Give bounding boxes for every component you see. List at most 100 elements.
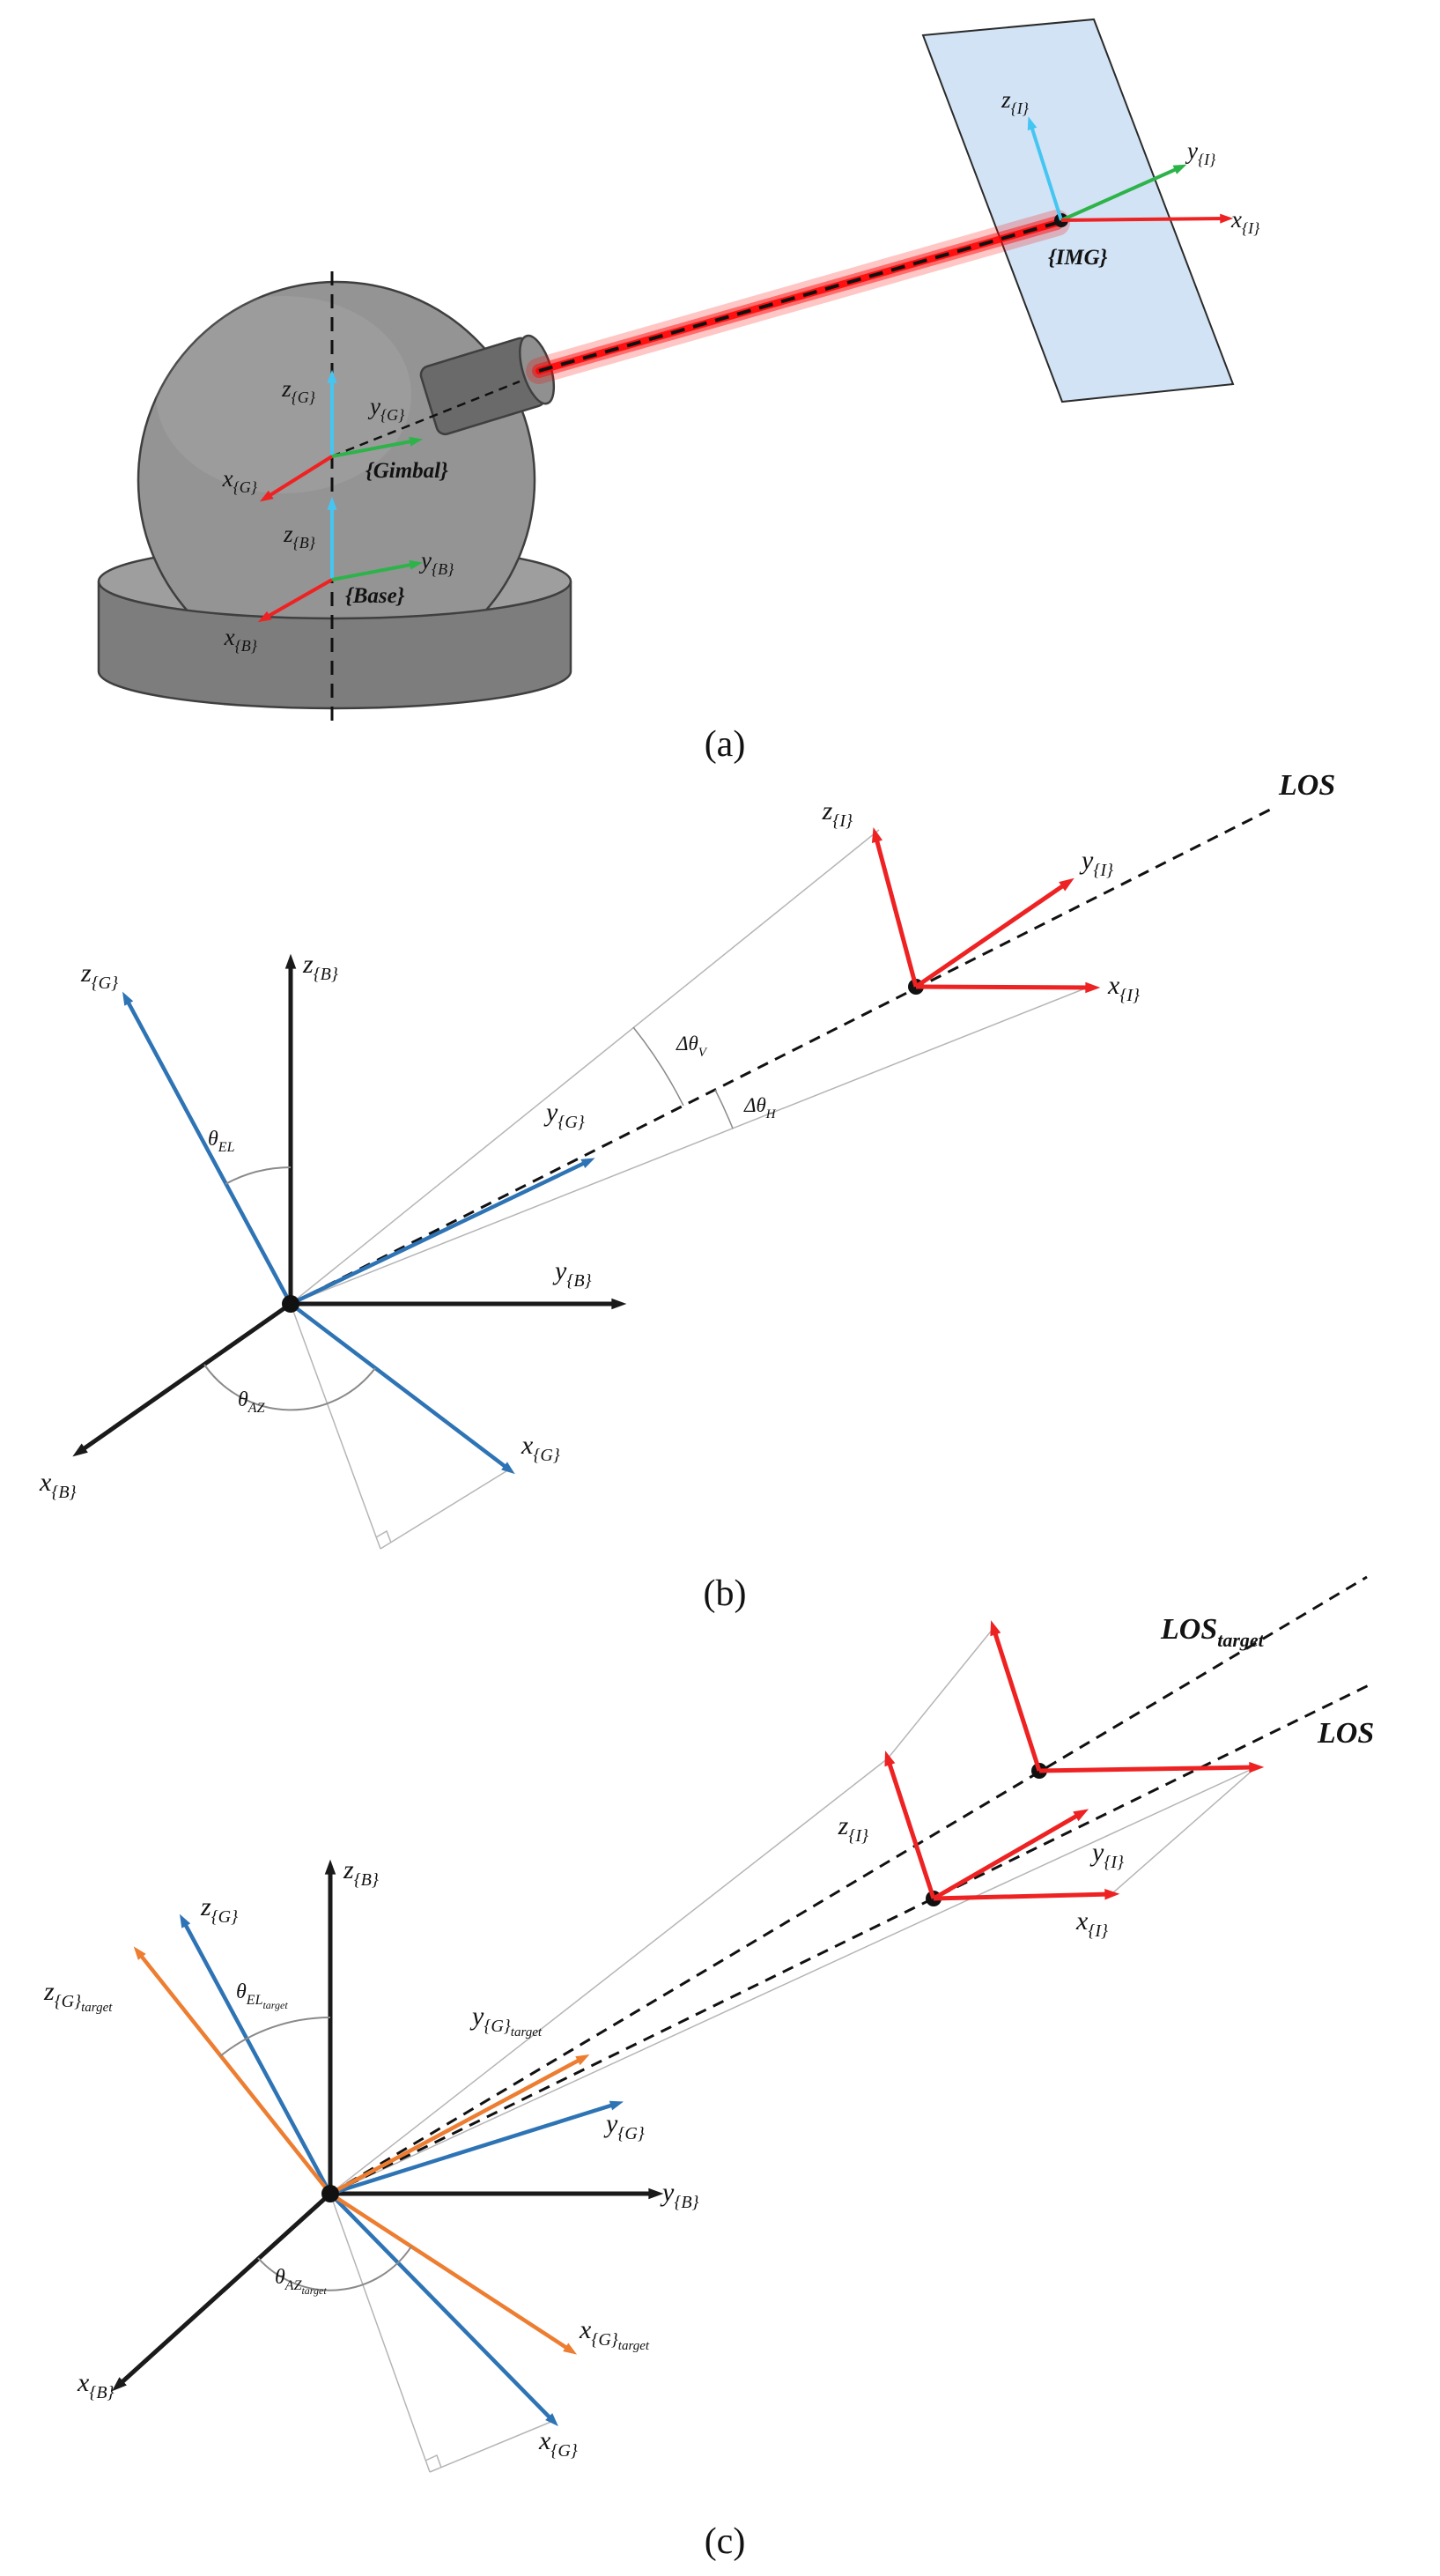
arc-theta-el bbox=[225, 1166, 292, 1185]
label-yG-c: y{G} bbox=[603, 2109, 645, 2143]
axis-x-img-target bbox=[1038, 1765, 1257, 1773]
axis-yI-b bbox=[914, 880, 1069, 989]
arc-theta-az-target bbox=[257, 2246, 412, 2291]
dome-highlight bbox=[156, 296, 411, 493]
arc-theta-el-target bbox=[219, 2017, 331, 2057]
arrowhead bbox=[648, 2187, 664, 2200]
arrowhead bbox=[260, 490, 274, 502]
label-yG-a: y{G} bbox=[367, 393, 405, 424]
label-yI-c: y{I} bbox=[1089, 1838, 1124, 1872]
arrowhead bbox=[1085, 981, 1101, 994]
construction-line-xI-c bbox=[329, 1766, 1257, 2195]
arrowhead bbox=[1027, 116, 1038, 131]
gimbal-base-body bbox=[97, 581, 572, 710]
arrowhead bbox=[871, 826, 883, 844]
construction-line-zI bbox=[290, 829, 880, 1305]
axis-zI-a bbox=[1029, 122, 1063, 221]
arrowhead bbox=[990, 1620, 1001, 1637]
arrowhead bbox=[327, 369, 337, 383]
arrowhead bbox=[133, 1946, 146, 1960]
axis-yB-a bbox=[331, 562, 417, 581]
arrowhead bbox=[1104, 1888, 1120, 1900]
axis-yG-target bbox=[329, 2056, 585, 2195]
arrowhead bbox=[580, 1158, 595, 1169]
axis-xI-a bbox=[1060, 217, 1227, 222]
construction-foot-line bbox=[380, 1469, 510, 1550]
arrowhead bbox=[575, 2054, 590, 2066]
label-xI-a: x{I} bbox=[1230, 206, 1260, 237]
laser-center-dashed-line bbox=[538, 221, 1058, 373]
arrowhead bbox=[257, 611, 272, 623]
label-zG-b: z{G} bbox=[80, 959, 118, 993]
caption-a: (a) bbox=[705, 724, 746, 765]
axis-xG-b bbox=[289, 1302, 511, 1471]
label-zI-c: z{I} bbox=[838, 1811, 868, 1846]
arrowhead bbox=[609, 2100, 624, 2111]
image-plane bbox=[921, 18, 1235, 403]
arrowhead bbox=[611, 1298, 627, 1310]
los-target-dashed-line bbox=[329, 1575, 1368, 2195]
axis-xG-c bbox=[329, 2192, 555, 2423]
label-yI-b: y{I} bbox=[1079, 846, 1113, 880]
axis-z-img-target bbox=[991, 1627, 1042, 1772]
axis-zG-b bbox=[124, 996, 292, 1306]
arrowhead bbox=[409, 436, 424, 447]
label-zB-c: z{B} bbox=[343, 1855, 379, 1890]
axis-yI-c bbox=[932, 1810, 1083, 1901]
axis-xB-b bbox=[78, 1301, 292, 1455]
label-zI-b: z{I} bbox=[822, 796, 853, 831]
label-yG-target: y{G}target bbox=[469, 2002, 543, 2039]
label-xG-b: x{G} bbox=[521, 1431, 560, 1465]
panel-a: z{G} y{G} x{G} {Gimbal} z{B} y{B} {Base}… bbox=[97, 18, 1260, 765]
label-yI-a: y{I} bbox=[1185, 137, 1216, 168]
axis-xG-a bbox=[264, 455, 334, 500]
axis-xB-a bbox=[263, 578, 333, 620]
label-zG-target: z{G}target bbox=[43, 1977, 113, 2015]
label-zG-a: z{G} bbox=[281, 375, 316, 406]
label-los-target: LOStarget bbox=[1160, 1613, 1265, 1651]
label-zB-b: z{B} bbox=[302, 950, 338, 984]
arc-theta-az bbox=[203, 1364, 376, 1411]
construction-link-x bbox=[1111, 1766, 1257, 1895]
label-theta-el: θEL bbox=[208, 1128, 235, 1155]
axis-xI-c bbox=[933, 1891, 1112, 1901]
arrowhead bbox=[112, 2377, 127, 2392]
label-xG-target: x{G}target bbox=[579, 2315, 650, 2353]
panel-c: z{B} y{B} x{B} z{G} y{G} x{G} z{G}target… bbox=[43, 1575, 1374, 2562]
label-xB-b: x{B} bbox=[39, 1468, 77, 1502]
arrowhead bbox=[284, 953, 297, 969]
axis-xB-c bbox=[116, 2192, 332, 2387]
label-yG-b: y{G} bbox=[543, 1098, 585, 1132]
caption-c: (c) bbox=[705, 2521, 746, 2562]
construction-line-xI bbox=[290, 988, 1086, 1305]
boresight-dashed-line bbox=[331, 380, 521, 458]
label-xG-c: x{G} bbox=[538, 2426, 578, 2461]
label-yB-a: y{B} bbox=[418, 547, 454, 578]
axis-zI-b bbox=[873, 834, 919, 988]
label-gimbal-frame: {Gimbal} bbox=[366, 459, 448, 483]
base-origin-dot-b bbox=[282, 1295, 299, 1313]
label-zB-a: z{B} bbox=[283, 521, 316, 551]
label-delta-theta-v: ΔθV bbox=[676, 1033, 708, 1060]
arrowhead bbox=[884, 1751, 896, 1767]
construction-line-zI-c bbox=[329, 1758, 889, 2195]
laser-beam bbox=[526, 210, 1070, 384]
right-angle-marker bbox=[375, 1529, 392, 1543]
axis-zG-c bbox=[181, 1919, 332, 2195]
arrowhead bbox=[327, 496, 337, 510]
arrowhead bbox=[122, 991, 134, 1006]
panel-b: z{B} y{B} x{B} z{G} y{G} x{G} z{I} y{I} … bbox=[39, 769, 1335, 1614]
axis-zI-c bbox=[885, 1758, 936, 1899]
arrowhead bbox=[1073, 1809, 1089, 1822]
arrowhead bbox=[1220, 213, 1234, 224]
label-xB-c: x{B} bbox=[77, 2368, 114, 2402]
base-origin-dot-c bbox=[321, 2185, 339, 2202]
label-img-frame: {IMG} bbox=[1048, 246, 1108, 270]
arc-delta-h bbox=[714, 1089, 734, 1129]
label-theta-az-target: θAZtarget bbox=[275, 2266, 327, 2297]
right-angle-marker-c bbox=[425, 2454, 442, 2469]
construction-foot-line-c bbox=[429, 2420, 554, 2473]
los-dashed-line bbox=[290, 805, 1276, 1306]
label-yB-c: y{B} bbox=[660, 2178, 699, 2212]
